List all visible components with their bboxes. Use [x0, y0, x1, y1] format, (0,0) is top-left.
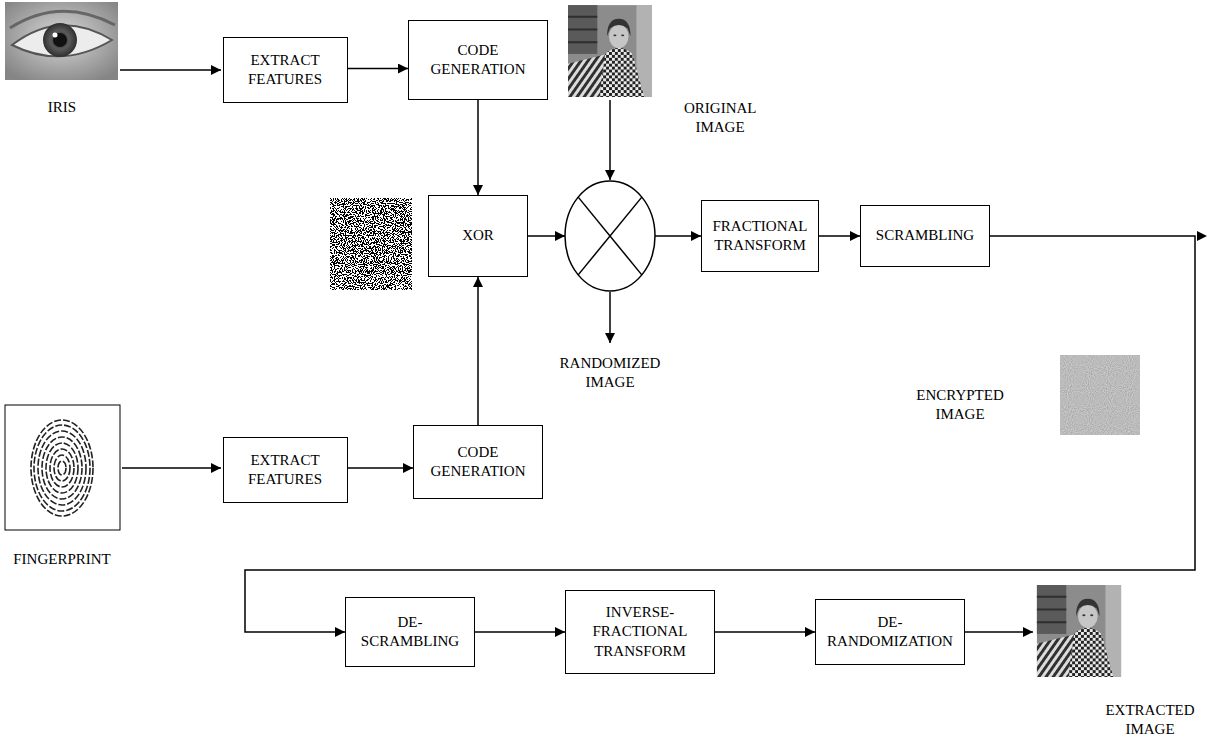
multiplier-symbol	[555, 181, 655, 291]
process-box: DE- RANDOMIZATION	[815, 599, 965, 665]
connector-arrow	[348, 68, 409, 70]
process-box: CODE GENERATION	[408, 20, 548, 100]
multiplier-cross	[578, 197, 642, 275]
input-arrow	[120, 69, 221, 71]
input-arrow	[609, 100, 611, 180]
fingerprint-ridge	[34, 425, 90, 511]
process-box: DE- SCRAMBLING	[345, 597, 475, 667]
process-box: EXTRACT FEATURES	[223, 37, 348, 103]
key-noise-image	[330, 198, 412, 290]
caption-label: RANDOMIZED IMAGE	[560, 354, 661, 393]
caption-label: ORIGINAL IMAGE	[684, 99, 756, 138]
caption-label: ENCRYPTED IMAGE	[916, 386, 1004, 425]
connector-arrow	[715, 631, 815, 633]
fingerprint-frame	[5, 405, 120, 530]
fingerprint-photo	[5, 405, 120, 530]
caption-label: FINGERPRINT	[13, 550, 111, 570]
box-label: INVERSE- FRACTIONAL TRANSFORM	[573, 603, 707, 662]
extracted-photo	[1037, 585, 1121, 677]
box-label: EXTRACT FEATURES	[231, 451, 340, 490]
process-box: CODE GENERATION	[413, 425, 543, 499]
arrow-head	[1197, 231, 1207, 241]
fingerprint-ridge	[50, 449, 74, 487]
box-label: XOR	[462, 226, 494, 246]
box-label: DE- RANDOMIZATION	[823, 613, 957, 652]
static-arrows	[120, 70, 1033, 632]
connector-arrow	[477, 100, 479, 195]
process-box: SCRAMBLING	[860, 205, 990, 267]
connector-arrow	[819, 235, 860, 237]
box-label: FRACTIONAL TRANSFORM	[709, 217, 811, 256]
fingerprint-ridge	[38, 431, 86, 505]
iris-photo	[5, 2, 118, 80]
box-label: SCRAMBLING	[876, 226, 974, 246]
process-box: INVERSE- FRACTIONAL TRANSFORM	[565, 590, 715, 674]
multiplier-cross	[578, 197, 642, 275]
multiplier-circle	[565, 181, 655, 291]
fingerprint-ridges	[31, 420, 93, 516]
original-photo	[568, 5, 652, 97]
process-box: FRACTIONAL TRANSFORM	[701, 200, 819, 272]
box-label: CODE GENERATION	[421, 443, 535, 482]
arrow-head	[555, 231, 565, 241]
fingerprint-ridge	[46, 443, 78, 493]
caption-label: IRIS	[48, 98, 76, 118]
process-box: XOR	[428, 195, 528, 277]
connector-arrow	[245, 236, 1195, 632]
connector-arrow	[477, 277, 479, 425]
output-arrow	[609, 292, 611, 343]
fingerprint-ridge	[42, 437, 82, 499]
input-arrow	[122, 467, 221, 469]
fingerprint-ridge	[58, 461, 66, 475]
iris-highlight	[53, 33, 58, 38]
connector-arrow	[475, 631, 565, 633]
box-label: DE- SCRAMBLING	[353, 613, 467, 652]
iris-skin	[5, 2, 118, 80]
encrypted-noise-image	[1060, 355, 1140, 435]
iris-ring	[43, 23, 77, 57]
fingerprint-ridge	[31, 420, 93, 516]
box-label: CODE GENERATION	[416, 41, 540, 80]
output-arrow	[965, 631, 1033, 633]
process-box: EXTRACT FEATURES	[223, 437, 348, 503]
fingerprint-ridge	[54, 455, 70, 481]
iris-pupil	[53, 33, 67, 47]
caption-label: EXTRACTED IMAGE	[1105, 701, 1194, 740]
box-label: EXTRACT FEATURES	[231, 51, 340, 90]
connector-arrow	[348, 467, 414, 469]
